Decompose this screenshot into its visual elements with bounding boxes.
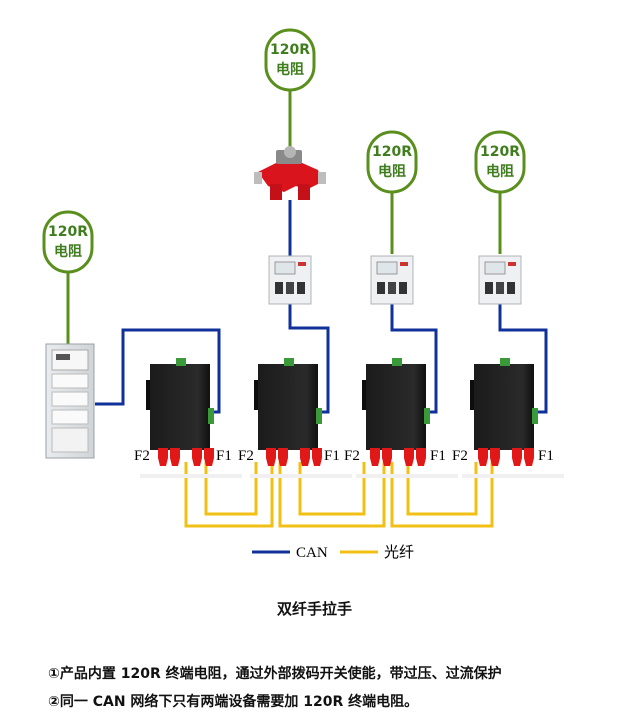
resistor-label: 电阻 bbox=[54, 243, 82, 260]
fiber-wiring bbox=[184, 462, 494, 554]
converter-3 bbox=[356, 358, 458, 478]
fire-panel-3 bbox=[478, 255, 522, 305]
port-label-f1: F1 bbox=[324, 448, 340, 464]
resistor-label: 电阻 bbox=[276, 61, 304, 78]
resistor-value: 120R bbox=[480, 144, 520, 160]
fiber-connectors bbox=[158, 448, 534, 466]
fire-panel-2 bbox=[370, 255, 414, 305]
fire-valve-device bbox=[254, 146, 326, 200]
port-label-f2: F2 bbox=[452, 448, 468, 464]
legend-can-label: CAN bbox=[296, 545, 328, 561]
resistor-value: 120R bbox=[372, 144, 412, 160]
port-label-f1: F1 bbox=[216, 448, 232, 464]
converter-2 bbox=[250, 358, 352, 478]
converter-4 bbox=[462, 358, 564, 478]
port-label-f2: F2 bbox=[238, 448, 254, 464]
can-wiring bbox=[95, 200, 548, 554]
converter-1 bbox=[140, 358, 242, 478]
control-cabinet bbox=[45, 343, 95, 459]
resistor-label: 电阻 bbox=[378, 163, 406, 180]
resistor-label: 电阻 bbox=[486, 163, 514, 180]
port-label-f1: F1 bbox=[538, 448, 554, 464]
diagram-caption: 双纤手拉手 bbox=[276, 600, 352, 618]
resistor-badge-3: 120R 电阻 bbox=[366, 130, 418, 194]
notes: ①产品内置 120R 终端电阻，通过外部拨码开关使能，带过压、过流保护 ②同一 … bbox=[48, 660, 623, 716]
note-2: ②同一 CAN 网络下只有两端设备需要加 120R 终端电阻。 bbox=[48, 694, 419, 710]
resistor-leads bbox=[66, 90, 502, 348]
port-label-f2: F2 bbox=[134, 448, 150, 464]
resistor-badge-4: 120R 电阻 bbox=[474, 130, 526, 194]
resistor-badge-1: 120R 电阻 bbox=[42, 210, 94, 274]
legend-fiber-label: 光纤 bbox=[384, 544, 414, 561]
resistor-badge-2: 120R 电阻 bbox=[264, 28, 316, 92]
port-label-f1: F1 bbox=[430, 448, 446, 464]
resistor-value: 120R bbox=[48, 224, 88, 240]
fire-panel-1 bbox=[268, 255, 312, 305]
resistor-value: 120R bbox=[270, 42, 310, 58]
port-label-f2: F2 bbox=[344, 448, 360, 464]
note-1: ①产品内置 120R 终端电阻，通过外部拨码开关使能，带过压、过流保护 bbox=[48, 666, 502, 682]
